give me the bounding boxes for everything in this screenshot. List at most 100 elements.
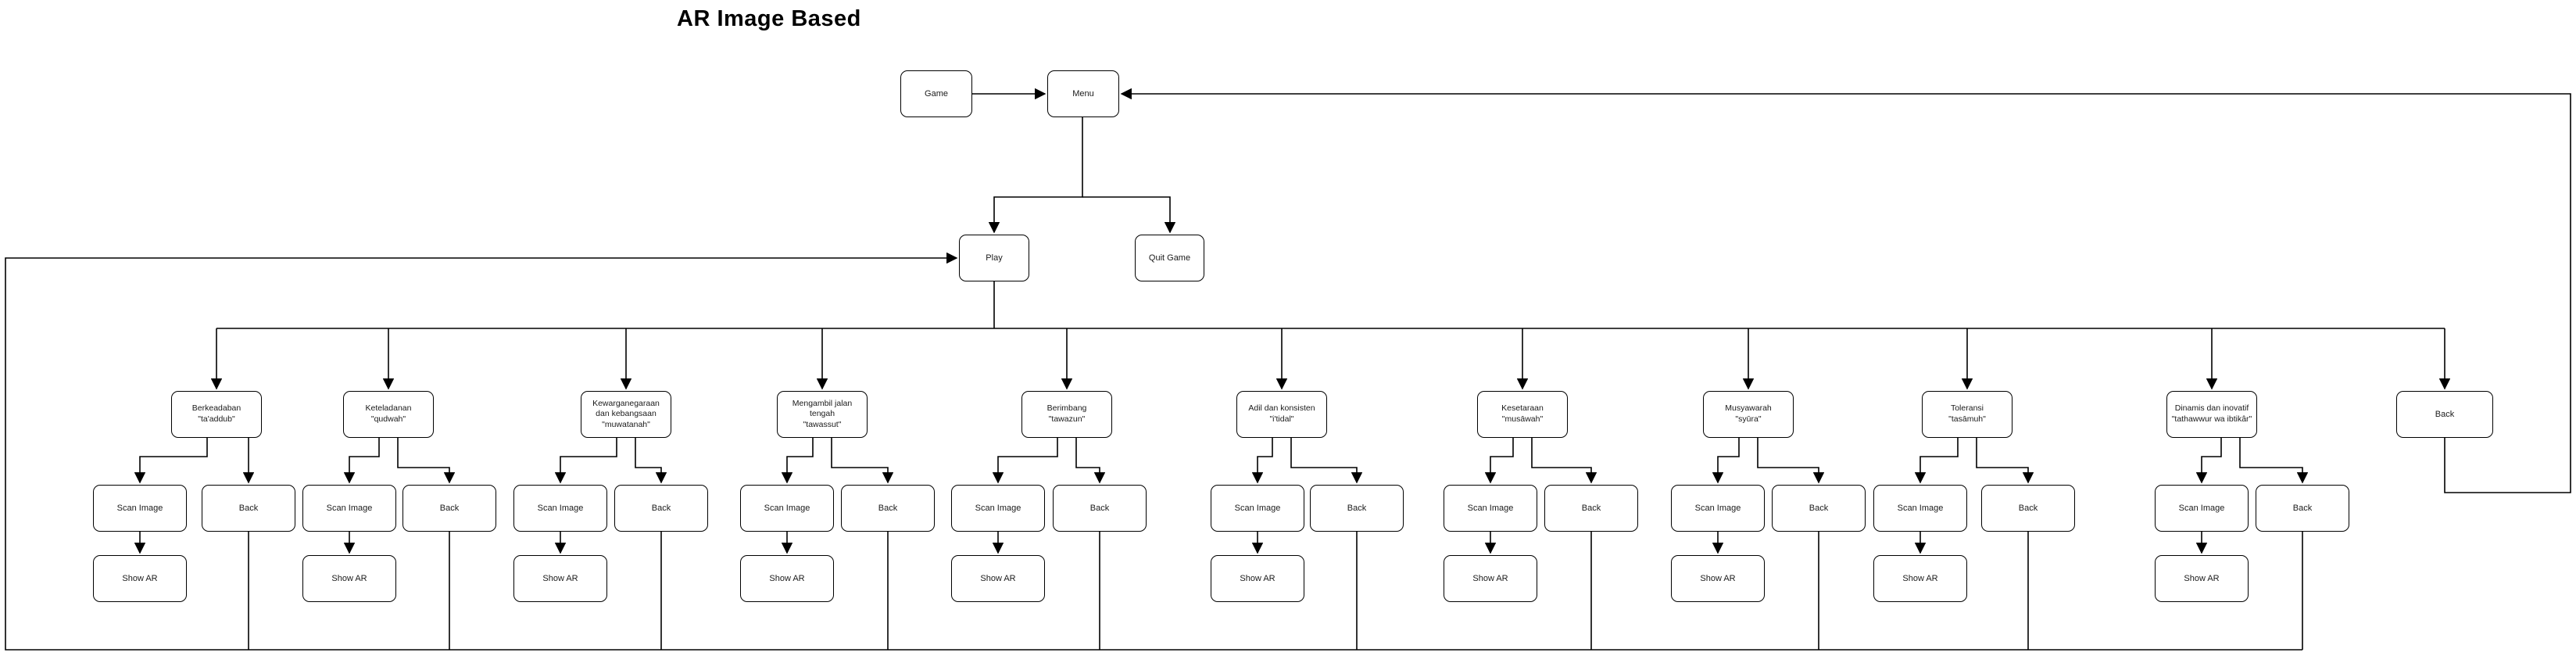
node-label: Scan Image [1694, 503, 1741, 513]
node-show-3: Show AR [513, 555, 607, 602]
node-label: Scan Image [326, 503, 373, 513]
edge-back-main-to-menu [1120, 88, 2571, 493]
node-label: Scan Image [1234, 503, 1281, 513]
node-menu: Menu [1047, 70, 1119, 117]
edge-cat-4-to-back-4 [831, 438, 894, 484]
edge-cat-9-to-back-9 [1976, 438, 2034, 484]
node-label: Back [2018, 503, 2038, 513]
node-label: Berimbang "tawazun" [1046, 403, 1087, 424]
edge-cat-2-to-back-2 [397, 438, 456, 484]
node-label: Dinamis dan inovatif "tathawwur wa ibtik… [2171, 403, 2252, 424]
node-scan-6: Scan Image [1211, 485, 1304, 532]
node-scan-9: Scan Image [1873, 485, 1967, 532]
node-cat-6: Adil dan konsisten "i'tidal" [1236, 391, 1327, 438]
node-show-1: Show AR [93, 555, 187, 602]
node-label: Play [986, 253, 1003, 263]
node-label: Show AR [1902, 573, 1938, 583]
node-back-1: Back [202, 485, 295, 532]
node-scan-4: Scan Image [740, 485, 834, 532]
node-label: Show AR [1240, 573, 1275, 583]
node-scan-8: Scan Image [1671, 485, 1765, 532]
node-label: Back [1581, 503, 1601, 513]
node-show-4: Show AR [740, 555, 834, 602]
node-label: Kesetaraan "musāwah" [1501, 403, 1544, 424]
node-label: Scan Image [1897, 503, 1944, 513]
node-scan-7: Scan Image [1444, 485, 1537, 532]
node-label: Back [1809, 503, 1829, 513]
node-back-main: Back [2396, 391, 2493, 438]
node-cat-1: Berkeadaban "ta'addub" [171, 391, 262, 438]
node-cat-8: Musyawarah "syūra" [1703, 391, 1794, 438]
node-show-8: Show AR [1671, 555, 1765, 602]
node-label: Show AR [2184, 573, 2220, 583]
node-cat-9: Toleransi "tasāmuh" [1922, 391, 2012, 438]
node-cat-2: Keteladanan "qudwah" [343, 391, 434, 438]
node-label: Back [651, 503, 671, 513]
node-back-5: Back [1053, 485, 1147, 532]
edge-cat-10-to-scan-10 [2195, 438, 2222, 484]
node-scan-3: Scan Image [513, 485, 607, 532]
edge-back-bus-to-play [5, 252, 2302, 651]
node-label: Back [1347, 503, 1367, 513]
node-back-9: Back [1981, 485, 2075, 532]
node-show-6: Show AR [1211, 555, 1304, 602]
edge-cat-5-to-scan-5 [992, 438, 1058, 484]
edge-cat-1-to-scan-1 [134, 438, 208, 484]
node-label: Keteladanan "qudwah" [365, 403, 412, 424]
node-label: Scan Image [764, 503, 810, 513]
node-show-7: Show AR [1444, 555, 1537, 602]
node-label: Adil dan konsisten "i'tidal" [1248, 403, 1315, 424]
node-scan-5: Scan Image [951, 485, 1045, 532]
edge-cat-7-to-back-7 [1531, 438, 1597, 484]
node-label: Game [925, 88, 948, 99]
node-game: Game [900, 70, 972, 117]
node-label: Kewarganegaraan dan kebangsaan "muwatana… [592, 398, 660, 429]
node-label: Toleransi "tasāmuh" [1948, 403, 1986, 424]
node-scan-2: Scan Image [302, 485, 396, 532]
edge-cat-5-to-back-5 [1075, 438, 1106, 484]
node-label: Scan Image [975, 503, 1021, 513]
node-label: Back [2435, 409, 2455, 419]
node-label: Berkeadaban "ta'addub" [191, 403, 242, 424]
node-label: Scan Image [537, 503, 584, 513]
node-show-2: Show AR [302, 555, 396, 602]
node-label: Show AR [122, 573, 158, 583]
edge-cat-6-to-scan-6 [1251, 438, 1273, 484]
node-label: Mengambil jalan tengah "tawassut" [792, 398, 853, 429]
node-show-5: Show AR [951, 555, 1045, 602]
diagram-title: AR Image Based [677, 6, 861, 31]
node-back-8: Back [1772, 485, 1866, 532]
edge-cat-4-to-scan-4 [781, 438, 814, 484]
node-label: Scan Image [1467, 503, 1514, 513]
node-label: Show AR [1472, 573, 1508, 583]
node-back-7: Back [1544, 485, 1638, 532]
node-back-6: Back [1310, 485, 1404, 532]
node-label: Scan Image [116, 503, 163, 513]
node-label: Back [878, 503, 898, 513]
node-back-10: Back [2256, 485, 2349, 532]
edge-cat-8-to-scan-8 [1712, 438, 1740, 484]
edge-cat-6-to-back-6 [1290, 438, 1363, 484]
node-label: Quit Game [1148, 253, 1191, 263]
node-label: Back [439, 503, 460, 513]
node-label: Show AR [542, 573, 578, 583]
node-label: Back [1089, 503, 1110, 513]
node-show-9: Show AR [1873, 555, 1967, 602]
node-cat-5: Berimbang "tawazun" [1021, 391, 1112, 438]
node-cat-10: Dinamis dan inovatif "tathawwur wa ibtik… [2166, 391, 2257, 438]
node-label: Show AR [1700, 573, 1736, 583]
edge-menu-to-play [988, 117, 1083, 234]
edge-cat-7-to-scan-7 [1484, 438, 1514, 484]
node-label: Show AR [769, 573, 805, 583]
node-scan-10: Scan Image [2155, 485, 2249, 532]
node-cat-4: Mengambil jalan tengah "tawassut" [777, 391, 868, 438]
node-label: Menu [1072, 88, 1094, 99]
node-back-2: Back [402, 485, 496, 532]
node-cat-3: Kewarganegaraan dan kebangsaan "muwatana… [581, 391, 671, 438]
node-label: Back [238, 503, 259, 513]
node-label: Show AR [331, 573, 367, 583]
node-label: Show AR [980, 573, 1016, 583]
edge-menu-to-quit-game [1082, 196, 1176, 234]
edge-cat-3-to-scan-3 [554, 438, 617, 484]
